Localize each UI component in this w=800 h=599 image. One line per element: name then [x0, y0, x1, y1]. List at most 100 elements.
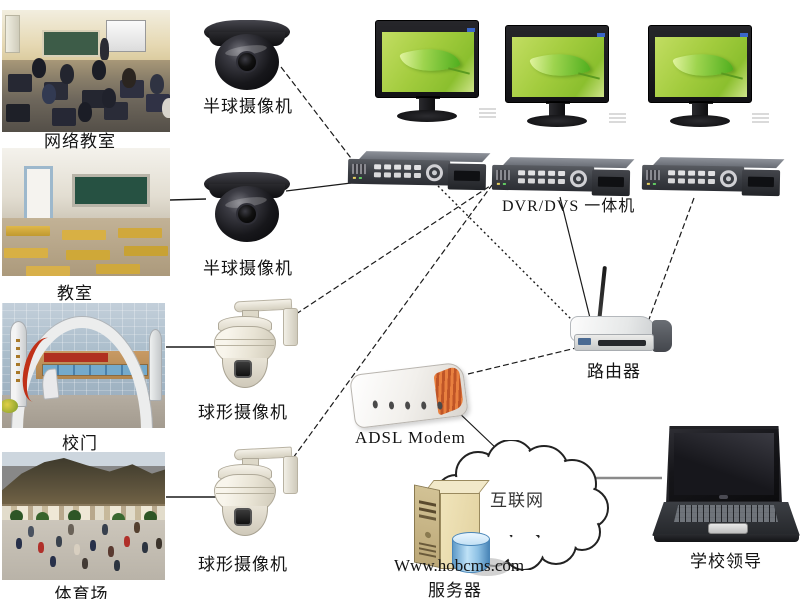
- chalkboard: [72, 174, 150, 207]
- watermark-smudge: [752, 112, 769, 123]
- leaf-wallpaper-icon: [399, 38, 461, 82]
- monitor-screen: [655, 37, 747, 97]
- database-top: [452, 532, 490, 546]
- monitor-base: [527, 115, 587, 127]
- monitor-base: [670, 115, 730, 127]
- students-figures: [32, 58, 46, 78]
- server-database-cylinder-icon: [452, 532, 490, 578]
- photo-sports-field: [2, 452, 165, 580]
- camera-lens-icon: [236, 203, 258, 225]
- label-ptz-camera-1: 球形摄像机: [198, 403, 288, 422]
- air-conditioner: [5, 15, 20, 53]
- photo-classroom: [2, 148, 170, 276]
- monitor-3: [648, 20, 772, 132]
- dvr-buttons: [374, 164, 382, 170]
- adsl-modem: [347, 357, 476, 435]
- housing-ribs: [216, 487, 274, 494]
- label-internet: 互联网: [490, 491, 544, 510]
- monitor-badge: [740, 33, 748, 37]
- wall-bracket: [283, 308, 298, 346]
- server-power-button: [425, 531, 431, 539]
- chalkboard: [42, 30, 100, 57]
- dvr-bay-slot: [747, 176, 775, 188]
- dvr-vent: [645, 169, 661, 181]
- camera-lens-icon: [236, 51, 258, 73]
- camera-lens-icon: [234, 508, 252, 526]
- dvr-buttons: [518, 170, 526, 176]
- label-school-gate: 校门: [62, 434, 98, 453]
- monitor-screen: [512, 37, 604, 97]
- label-ptz-camera-2: 球形摄像机: [198, 555, 288, 574]
- monitor-badge: [467, 28, 475, 32]
- leaf-wallpaper-icon: [672, 43, 734, 87]
- laptop-touchpad: [708, 523, 748, 534]
- label-sports-field: 体育场: [54, 585, 109, 599]
- laptop-display-panel: [674, 433, 774, 495]
- dome-camera-1: [203, 14, 291, 92]
- wire-modem-to-router: [467, 347, 577, 375]
- dvr-3: [641, 157, 785, 199]
- router: [568, 265, 676, 358]
- photo-school-gate: [2, 303, 165, 428]
- dvr-1: [347, 151, 491, 193]
- web-server: [412, 480, 512, 582]
- label-dvr: DVR/DVS 一体机: [502, 198, 636, 215]
- ptz-camera-2: [196, 446, 308, 544]
- computer-monitors: [8, 74, 32, 92]
- wall-bracket: [283, 456, 298, 494]
- ptz-camera-1: [196, 298, 308, 396]
- monitor-stand: [692, 103, 708, 117]
- dvr-status-led: [646, 182, 650, 185]
- gate-pillar-right: [149, 329, 162, 401]
- label-adsl-modem: ADSL Modem: [355, 428, 466, 447]
- label-network-classroom: 网络教室: [44, 132, 116, 151]
- laptop-keyboard: [674, 505, 778, 522]
- router-ports: [598, 340, 646, 346]
- watermark-smudge: [609, 112, 626, 123]
- wire-classroom-to-dome2: [169, 198, 207, 201]
- dvr-status-led: [352, 176, 356, 179]
- pillar-inscription: [16, 339, 20, 387]
- monitor-stand: [549, 103, 565, 117]
- dvr-bay-slot: [597, 176, 625, 188]
- leaf-stem: [721, 72, 743, 80]
- housing-ribs: [216, 339, 274, 346]
- laptop-brand-logo: [719, 495, 728, 499]
- dvr-status-led: [496, 182, 500, 185]
- dvr-buttons: [668, 170, 676, 176]
- monitor-bezel: [375, 20, 479, 99]
- camera-lens-icon: [234, 360, 252, 378]
- white-sculpture: [40, 368, 60, 400]
- monitor-2: [505, 20, 629, 132]
- label-dome-camera-2: 半球摄像机: [203, 259, 293, 278]
- dvr-vent: [351, 163, 367, 175]
- wire-dome2-to-dvr1: [285, 182, 352, 192]
- bush: [2, 399, 18, 413]
- laptop-screen: [666, 426, 782, 504]
- laptop-keyboard-deck: [652, 502, 800, 536]
- wire-ptz1-to-dvr2: [295, 185, 491, 315]
- label-dome-camera-1: 半球摄像机: [203, 97, 293, 116]
- label-school-leadership: 学校领导: [690, 552, 762, 571]
- leaf-stem: [448, 67, 470, 75]
- dvr-vent: [495, 169, 511, 181]
- teacher-figure: [100, 38, 109, 60]
- photo-network-classroom: [2, 10, 170, 132]
- router-antenna-icon: [597, 265, 607, 323]
- label-server-url: Www.hobcms.com: [394, 556, 525, 575]
- projection-screen: [106, 20, 146, 52]
- dvr-bay-slot: [453, 170, 481, 182]
- trees: [10, 510, 23, 523]
- monitor-brand-logo: [546, 101, 570, 104]
- monitor-brand-logo: [689, 101, 713, 104]
- students-area: [2, 60, 170, 132]
- buildings-row: [2, 504, 165, 520]
- monitor-bezel: [648, 25, 752, 104]
- router-side-cap: [652, 320, 672, 352]
- watermark-smudge: [479, 107, 496, 118]
- laptop-base: [654, 534, 799, 542]
- leaf-wallpaper-icon: [529, 43, 591, 87]
- router-brand-logo: [578, 338, 591, 345]
- monitor-1: [375, 15, 499, 127]
